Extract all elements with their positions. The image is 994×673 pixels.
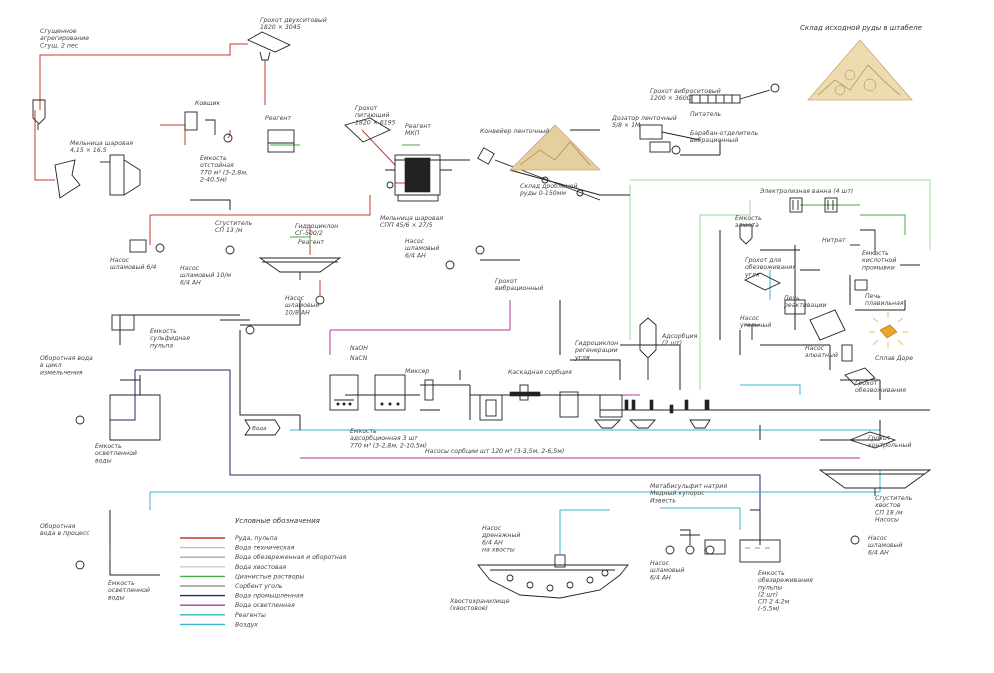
label-conveyor-mid: Конвейер ленточный xyxy=(480,128,549,135)
legend-item-label: Вода хвостовая xyxy=(235,564,286,571)
label-nitrate: Нитрат xyxy=(822,237,846,244)
dore-bar-icon xyxy=(869,312,908,348)
label-reagent: Реагент xyxy=(265,115,291,122)
sump-left xyxy=(185,112,232,142)
tailings-pond xyxy=(478,555,628,598)
pumps xyxy=(76,244,859,569)
label-leach-line: Насосы сорбции шт 120 м³ (3-3,5м, 2-6,5м… xyxy=(425,447,564,455)
label-tailings-storage: Хвостохранилище(хвостовое) xyxy=(449,598,510,612)
legend-item-label: Цианистые растворы xyxy=(235,573,304,580)
reagent-lines xyxy=(150,270,880,555)
ore-pile-top-right xyxy=(808,40,912,100)
flow-lines xyxy=(35,44,930,575)
label-bucket: Ковшик xyxy=(195,100,221,107)
label-adsorb-tanks: Емкостьадсорбционная 3 шт770 м³ (3-2,8м,… xyxy=(350,428,427,449)
legend-item-label: Вода обезвреженная и оборотная xyxy=(235,553,347,561)
label-gold-bar: Сплав Доре xyxy=(875,355,913,362)
legend-title: Условные обозначения xyxy=(235,517,320,525)
industrial-water-lines xyxy=(110,370,760,540)
pump-icon xyxy=(666,546,674,554)
label-apron: Питатель xyxy=(690,111,721,118)
legend-item-label: Вода промышленная xyxy=(235,593,304,600)
label-absorption: Адсорбция(2 шт) xyxy=(661,332,698,347)
legend-item-label: Сорбент уголь xyxy=(235,582,283,590)
cascade-tanks xyxy=(560,392,710,428)
pump-icon xyxy=(476,246,484,254)
legend-item-label: Воздух xyxy=(235,621,258,628)
label-mixer: Миксер xyxy=(405,368,429,375)
pump-icon xyxy=(706,546,714,554)
label-ph2: NaCN xyxy=(350,355,368,362)
legend-item-label: Вода осветленная xyxy=(235,602,295,609)
vibrating-screen-top xyxy=(248,32,290,60)
legend-item-label: Реагенты xyxy=(235,612,266,619)
label-cascade: Каскадная сорбция xyxy=(508,368,572,376)
label-ph: NaOH xyxy=(350,345,368,352)
pump-icon xyxy=(76,561,84,569)
adsorption-tanks xyxy=(330,375,540,420)
thickener xyxy=(260,258,340,280)
label-water-feed: Вода xyxy=(252,426,267,432)
ball-mill-left xyxy=(55,155,140,198)
pump-icon xyxy=(246,326,254,334)
legend-item-label: Руда, пульпа xyxy=(235,535,278,542)
label-reagent-box: Реагент xyxy=(298,239,324,246)
pump-icon xyxy=(446,261,454,269)
label-ore-pile-top: Склад исходной руды в штабеле xyxy=(800,24,922,32)
reagent-box-top xyxy=(268,130,294,152)
legend-item-label: Вода техническая xyxy=(235,545,295,552)
pump-icon xyxy=(76,416,84,424)
label-electrolysis: Электролизная ванна (4 шт) xyxy=(759,188,853,195)
pump-icon xyxy=(226,246,234,254)
pump-icon xyxy=(686,546,694,554)
adsorption-column xyxy=(640,318,656,380)
pump-icon xyxy=(851,536,859,544)
pump-icon xyxy=(156,244,164,252)
